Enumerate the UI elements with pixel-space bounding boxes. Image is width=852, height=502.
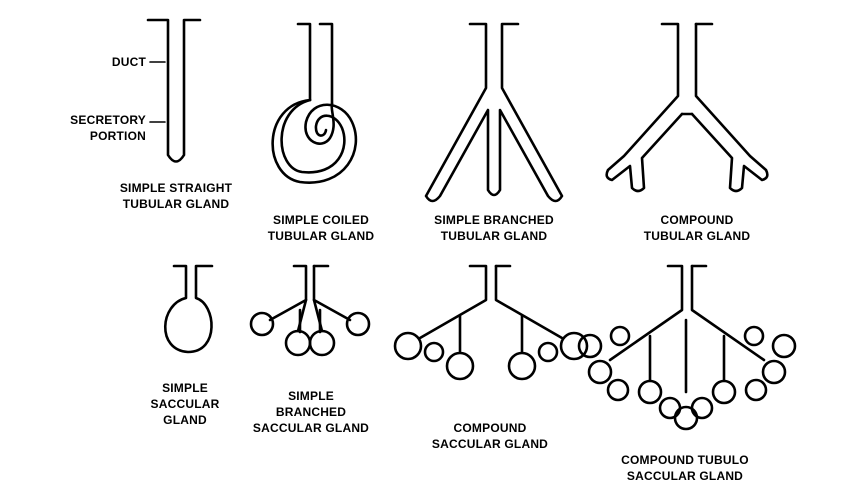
compound-tubulo-saccular-drawing [577,264,797,431]
simple-branched-saccular-drawing [249,264,371,357]
caption-compound-tubular: COMPOUND TUBULAR GLAND [643,213,751,243]
compound-tubular-drawing [605,22,769,193]
simple-coiled-tubular-drawing [271,22,358,184]
caption-compound-tubulo-saccular: COMPOUND TUBULO SACCULAR GLAND [621,453,749,483]
caption-simple-straight-tubular: SIMPLE STRAIGHT TUBULAR GLAND [119,181,233,211]
secretory-portion-label: SECRETORY PORTION [40,112,146,144]
simple-saccular-drawing [164,264,214,354]
caption-simple-branched-tubular: SIMPLE BRANCHED TUBULAR GLAND [434,213,554,243]
duct-label: DUCT [80,54,146,70]
caption-simple-coiled-tubular: SIMPLE COILED TUBULAR GLAND [267,213,375,243]
secretory-text: SECRETORY [70,113,146,127]
portion-text: PORTION [89,129,146,143]
simple-branched-tubular-drawing [424,22,564,203]
simple-straight-tubular-drawing [146,18,202,163]
caption-compound-saccular: COMPOUND SACCULAR GLAND [431,421,549,451]
caption-simple-saccular: SIMPLE SACCULAR GLAND [150,381,220,427]
compound-saccular-drawing [393,264,589,381]
duct-text: DUCT [111,55,146,69]
caption-simple-branched-saccular: SIMPLE BRANCHED SACCULAR GLAND [252,389,370,435]
